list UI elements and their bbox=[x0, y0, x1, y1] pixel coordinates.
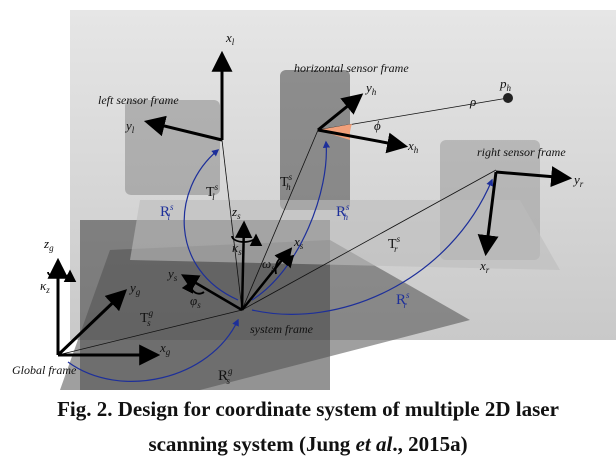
caption-line-1: Fig. 2. Design for coordinate system of … bbox=[57, 397, 559, 421]
caption-line-2: scanning system (Jung et al., 2015a) bbox=[0, 427, 616, 462]
axis-yg: yg bbox=[128, 280, 141, 297]
coordinate-diagram: left sensor frame horizontal sensor fram… bbox=[12, 10, 616, 390]
axis-xh: xh bbox=[407, 138, 419, 155]
horizontal-sensor-shape bbox=[280, 70, 350, 210]
figure: left sensor frame horizontal sensor fram… bbox=[12, 10, 616, 390]
figure-caption: Fig. 2. Design for coordinate system of … bbox=[0, 392, 616, 462]
axis-yh: yh bbox=[364, 80, 377, 97]
axis-xr: xr bbox=[479, 258, 490, 275]
rho-label: ρ bbox=[469, 94, 476, 109]
omega-s-label: ωs bbox=[262, 256, 275, 273]
phi-h-label: ϕ bbox=[374, 118, 381, 133]
point-ph-label: ph bbox=[499, 76, 512, 93]
axis-zg: zg bbox=[43, 236, 54, 253]
caption-line-2-start: scanning system (Jung bbox=[148, 432, 356, 456]
axis-ys: ys bbox=[166, 266, 178, 283]
axis-xs: xs bbox=[293, 234, 304, 251]
global-frame-label: Global frame bbox=[12, 363, 77, 377]
right-frame-label: right sensor frame bbox=[477, 145, 566, 159]
kappa-z-label: κz bbox=[40, 278, 50, 295]
caption-line-2-end: ., 2015a) bbox=[392, 432, 468, 456]
axis-xg: xg bbox=[159, 340, 171, 357]
axis-yl: yl bbox=[124, 118, 135, 135]
left-sensor-shape bbox=[125, 100, 220, 195]
caption-et-al: et al bbox=[355, 432, 393, 456]
phi-s-label: φs bbox=[190, 293, 201, 310]
horizontal-frame-axes bbox=[317, 93, 409, 154]
point-ph bbox=[503, 93, 513, 103]
left-frame-label: left sensor frame bbox=[98, 93, 179, 107]
axis-xl: xl bbox=[225, 30, 235, 47]
horizontal-frame-label: horizontal sensor frame bbox=[294, 61, 409, 75]
axis-yr: yr bbox=[572, 172, 584, 189]
right-frame-axes bbox=[477, 166, 573, 257]
rotation-curls bbox=[47, 233, 295, 295]
kappa-s-label: κs bbox=[232, 240, 242, 257]
system-frame-label: system frame bbox=[250, 322, 314, 336]
rotation-arcs bbox=[67, 140, 494, 382]
axis-zs: zs bbox=[231, 204, 241, 221]
left-frame-axes bbox=[143, 50, 233, 142]
